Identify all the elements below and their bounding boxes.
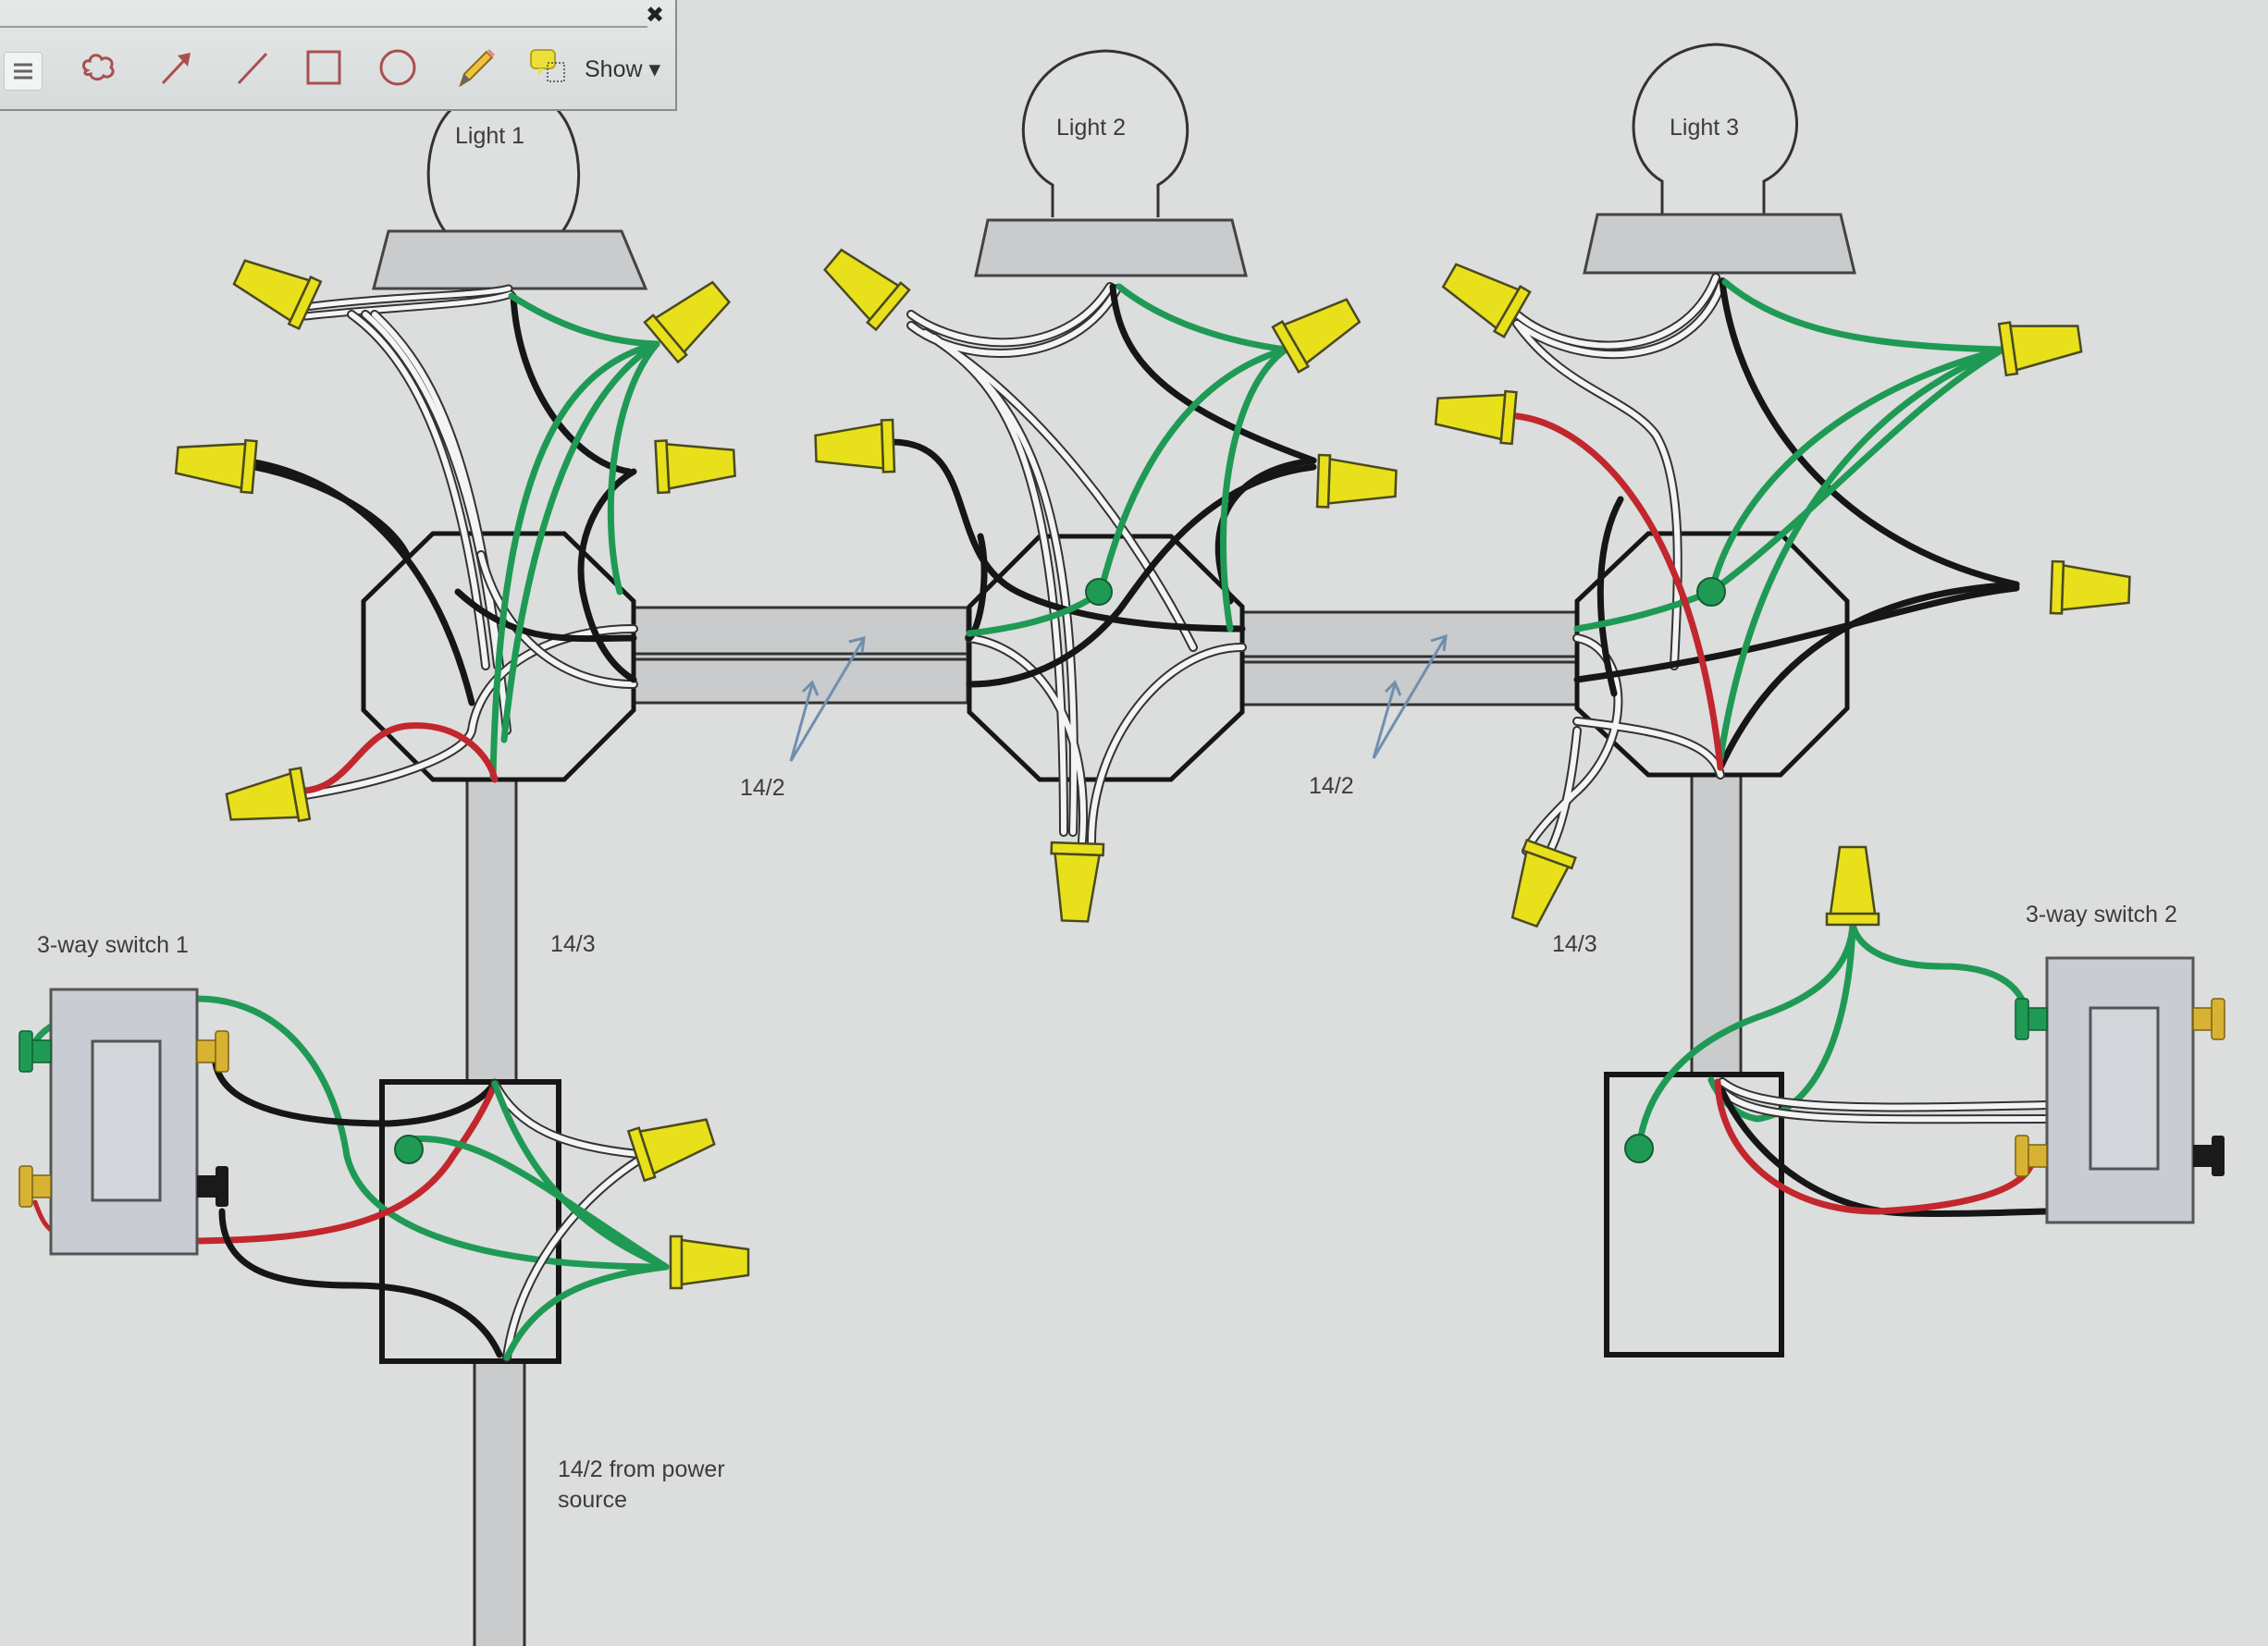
ground-wire-sw2-a: [1635, 921, 1856, 1150]
cable-label-14-3-right: 14/3: [1552, 931, 1597, 957]
traveler-wire-box3: [1513, 412, 1724, 771]
ground-screw-box3: [1696, 577, 1726, 607]
light-3-fixture: [1583, 43, 1856, 275]
cable-14-2-a: [633, 606, 969, 705]
cable-14-2-power: [473, 1359, 526, 1646]
pencil-icon: [459, 49, 495, 88]
line-tool-button[interactable]: [229, 44, 276, 91]
cable-label-14-2-b: 14/2: [1309, 773, 1354, 799]
traveler-wire-sw2: [1714, 1078, 2034, 1215]
neutral-wires-sw2: [1718, 1077, 2052, 1124]
hot-wires-box1: [251, 292, 637, 706]
rectangle-tool-button[interactable]: [301, 44, 347, 91]
three-way-switch-1[interactable]: [18, 988, 229, 1256]
three-way-switch-2[interactable]: [2015, 956, 2225, 1224]
callout-icon: [530, 49, 565, 82]
show-dropdown[interactable]: Show ▾: [585, 56, 661, 82]
power-source-label-line1: 14/2 from power: [558, 1456, 725, 1482]
line-icon: [237, 52, 268, 85]
light-2-label: Light 2: [1056, 115, 1127, 141]
ground-wires-box1: [489, 292, 660, 780]
light-1-label: Light 1: [455, 123, 525, 149]
annotation-toolbar: ✖ Show ▾: [0, 0, 677, 111]
ground-screw-sw-box1: [394, 1135, 424, 1164]
cable-14-2-b: [1240, 610, 1579, 706]
switch-1-label: 3-way switch 1: [37, 932, 189, 958]
traveler-wire-sw1-left: [32, 1199, 54, 1233]
hot-wires-box3: [1573, 278, 2020, 771]
light-3-label: Light 3: [1670, 115, 1740, 141]
menu-icon: [14, 63, 32, 80]
cloud-tool-button[interactable]: [76, 44, 122, 91]
light-2-fixture: [974, 49, 1248, 277]
switch-2-label: 3-way switch 2: [2026, 902, 2177, 927]
callout-tool-button[interactable]: [525, 44, 572, 91]
traveler-wire-box1: [302, 722, 499, 794]
cloud-icon: [81, 54, 115, 81]
switch-2-toggle: [2089, 1006, 2160, 1171]
ground-screw-sw-box2: [1624, 1134, 1654, 1163]
toolbar-divider: [0, 26, 647, 28]
close-button[interactable]: ✖: [646, 2, 665, 28]
neutral-wires-box3: [1512, 273, 1727, 865]
cable-label-14-3-left: 14/3: [550, 931, 596, 957]
ground-screw-box2: [1085, 578, 1113, 606]
traveler-wire-sw1: [193, 1080, 499, 1245]
switch-box-2: [1604, 1072, 1784, 1357]
box1-switch-wires: [403, 1079, 670, 1362]
power-source-label-line2: source: [558, 1487, 628, 1513]
ground-wires-box2: [966, 283, 1289, 637]
switch-box-1: [379, 1079, 561, 1364]
arrow-tool-button[interactable]: [154, 44, 200, 91]
junction-box-1: [361, 531, 636, 782]
arrow-icon: [161, 53, 191, 85]
cable-14-3-left: [465, 778, 518, 1084]
ground-wire-sw1: [193, 995, 670, 1271]
pencil-tool-button[interactable]: [451, 44, 498, 91]
switch-1-toggle: [91, 1039, 162, 1202]
light-1-fixture: [372, 107, 648, 290]
ellipse-tool-button[interactable]: [375, 44, 421, 91]
hot-wire-sw1-bottom: [218, 1208, 503, 1358]
hot-wire-sw1-top: [212, 1060, 499, 1127]
ellipse-icon: [379, 49, 416, 86]
ground-wire-sw2-b: [1849, 921, 2029, 1012]
menu-button[interactable]: [4, 52, 43, 91]
cable-label-14-2-a: 14/2: [740, 775, 785, 801]
annotation-arrows: [789, 633, 1448, 762]
ground-wires-box3: [1573, 278, 2006, 762]
rectangle-icon: [306, 50, 341, 85]
neutral-wires-box2: [906, 282, 1247, 846]
